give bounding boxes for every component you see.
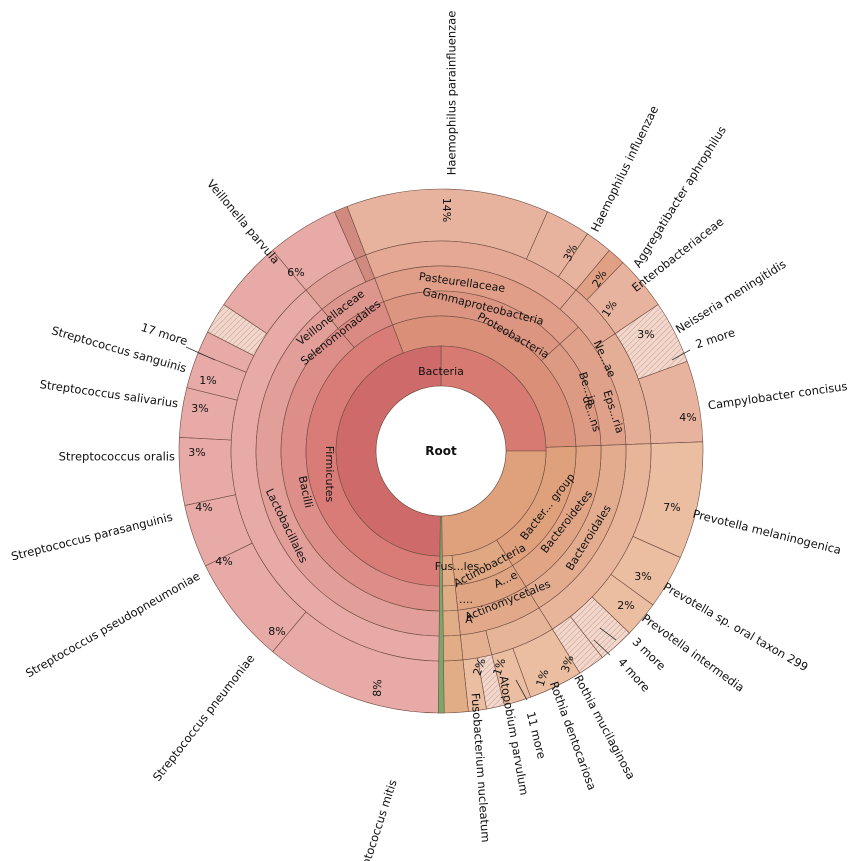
label-bacteria: Bacteria bbox=[418, 365, 464, 378]
label-dots: .... bbox=[459, 593, 473, 606]
leader-2-more bbox=[671, 349, 691, 361]
percent-label: 3% bbox=[637, 328, 654, 341]
sunburst-rings bbox=[178, 188, 704, 714]
percent-label: 8% bbox=[268, 625, 285, 638]
outer-label: Campylobacter concisus bbox=[707, 379, 848, 412]
outer-label: Haemophilus parainfluenzae bbox=[445, 11, 459, 176]
outer-label: Streptococcus mitis bbox=[351, 778, 399, 861]
percent-label: 3% bbox=[559, 654, 577, 675]
label-fus-les: Fus...les bbox=[435, 560, 480, 573]
percent-label: 3% bbox=[634, 570, 651, 583]
percent-label: 2% bbox=[471, 657, 489, 678]
leader-4-more bbox=[593, 639, 611, 656]
outer-label: Streptococcus parasanguinis bbox=[10, 510, 174, 564]
outer-label: Haemophilus influenzae bbox=[588, 103, 661, 234]
percent-label: 7% bbox=[663, 501, 680, 514]
percent-label: 4% bbox=[679, 411, 696, 424]
label-a-small: A bbox=[465, 613, 473, 626]
outer-label: 2 more bbox=[694, 325, 737, 351]
percent-label: 4% bbox=[215, 555, 232, 568]
percent-label: 3% bbox=[188, 446, 205, 459]
percent-label: 14% bbox=[440, 198, 453, 222]
percent-label: 6% bbox=[287, 266, 304, 279]
outer-label: Veillonella parvula bbox=[204, 177, 283, 267]
root-label: Root bbox=[425, 444, 457, 458]
outer-label: Prevotella sp. oral taxon 299 bbox=[661, 580, 811, 675]
outer-label: Streptococcus pseudopneumoniae bbox=[23, 569, 202, 681]
leader-3-more bbox=[599, 627, 617, 641]
percent-label: 1% bbox=[491, 657, 509, 678]
outer-label: Neisseria meningitidis bbox=[673, 257, 788, 336]
outer-label: Streptococcus salivarius bbox=[39, 377, 179, 410]
leader-lines bbox=[185, 346, 691, 701]
leader-17-more bbox=[185, 346, 216, 361]
percent-label: 8% bbox=[371, 679, 385, 697]
outer-label: Prevotella melaninogenica bbox=[691, 507, 842, 557]
percent-label: 2% bbox=[617, 599, 634, 612]
percent-label: 3% bbox=[191, 402, 208, 415]
label-firmicutes: Firmicutes bbox=[323, 446, 336, 503]
outer-label: 11 more bbox=[524, 710, 549, 760]
seg-coriobacteriaceae bbox=[460, 630, 493, 661]
outer-label: Streptococcus oralis bbox=[59, 450, 175, 464]
percent-label: 1% bbox=[199, 374, 216, 387]
outer-label: 17 more bbox=[139, 320, 189, 348]
outer-label: Fusobacterium nucleatum bbox=[469, 692, 493, 842]
percent-label: 4% bbox=[195, 501, 212, 514]
percent-label: 1% bbox=[534, 668, 552, 689]
outer-label: Streptococcus pneumoniae bbox=[150, 652, 258, 784]
root-hole bbox=[375, 385, 507, 517]
leader-11-more bbox=[515, 679, 528, 701]
